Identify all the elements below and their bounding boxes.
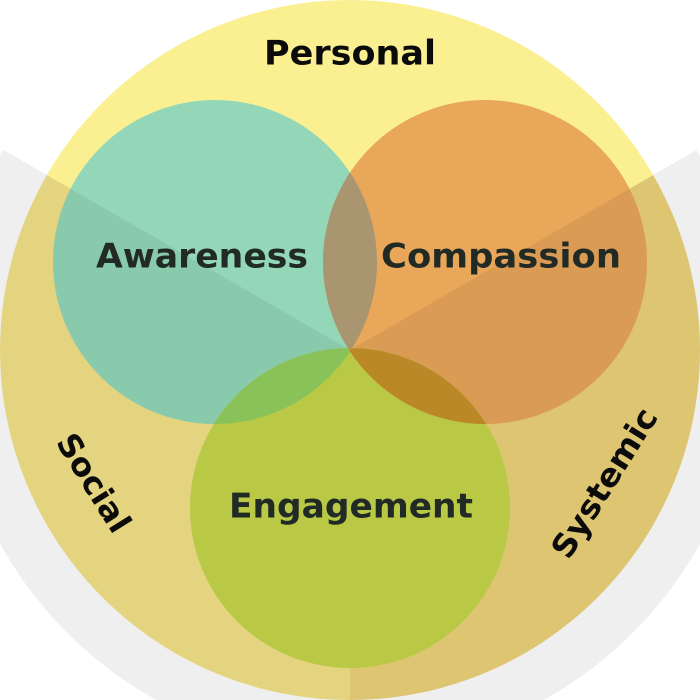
circle-compassion (323, 100, 647, 424)
circle-engagement (190, 348, 510, 668)
label-awareness: Awareness (96, 237, 308, 277)
circle-awareness (53, 100, 377, 424)
label-compassion: Compassion (381, 237, 621, 277)
label-engagement: Engagement (229, 487, 473, 527)
label-personal: Personal (264, 34, 436, 74)
